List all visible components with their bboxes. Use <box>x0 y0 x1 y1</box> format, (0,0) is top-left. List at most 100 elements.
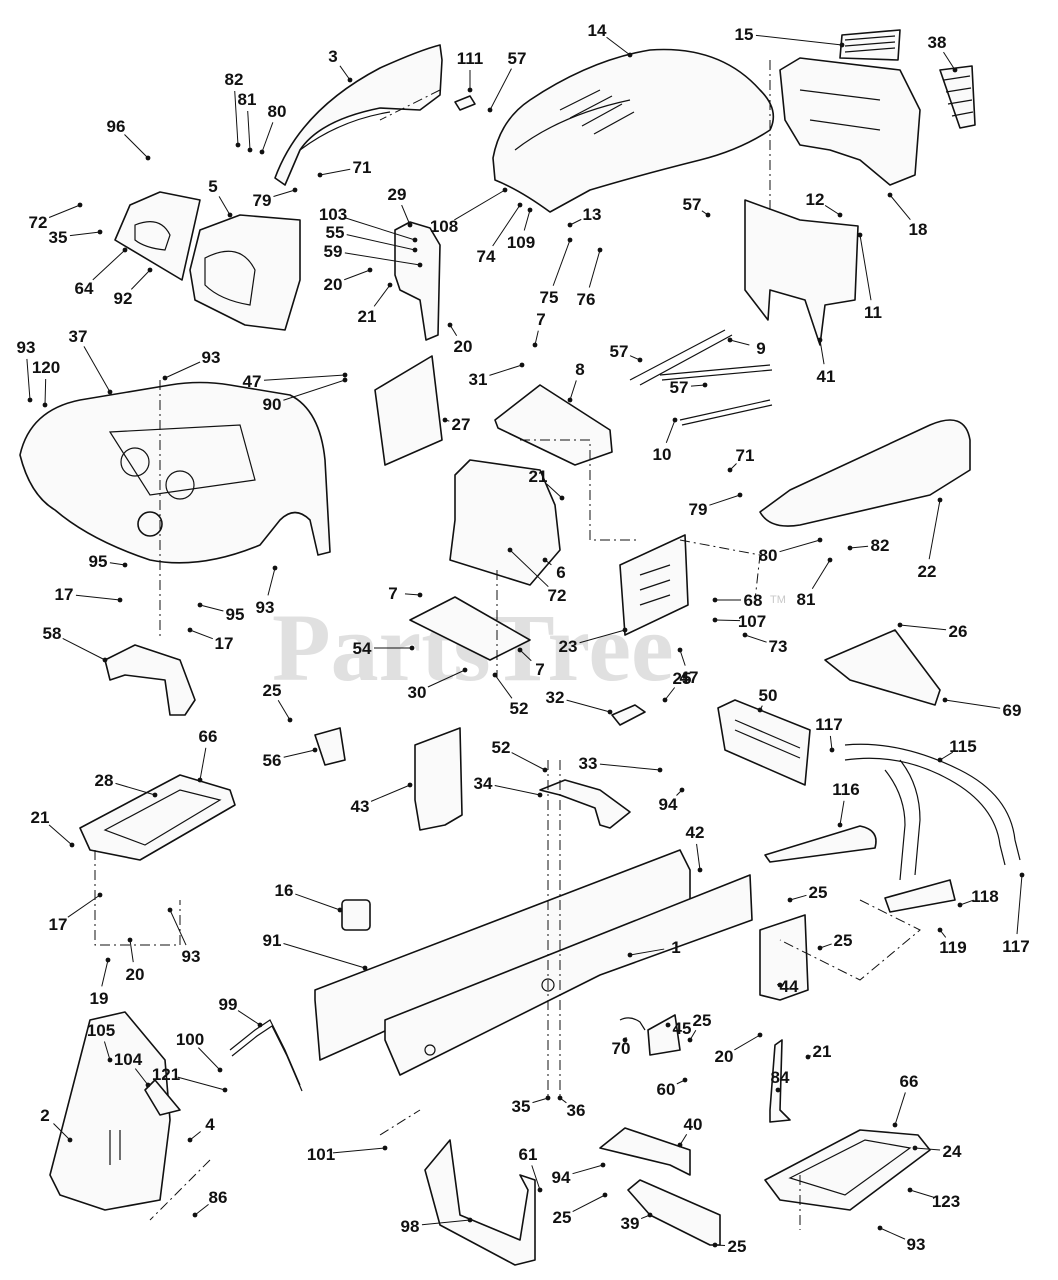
callout-number: 98 <box>401 1217 420 1236</box>
part-bracket-43 <box>414 727 463 831</box>
callout-number: 10 <box>653 445 672 464</box>
callout-number: 12 <box>806 190 825 209</box>
fastener-dot <box>367 267 373 273</box>
fastener-dot <box>407 782 413 788</box>
fastener-dot <box>712 1242 718 1248</box>
fastener-dot <box>97 229 103 235</box>
fastener-dot <box>817 537 823 543</box>
fastener-dot <box>107 1057 113 1063</box>
callout-leader <box>427 669 466 688</box>
fastener-dot <box>857 232 863 238</box>
callout-leader <box>599 763 661 771</box>
fastener-dot <box>312 747 318 753</box>
fastener-dot <box>97 892 103 898</box>
callout-number: 11 <box>864 303 882 322</box>
callout-number: 25 <box>809 883 828 902</box>
callout-number: 72 <box>29 213 48 232</box>
fastener-dot <box>787 897 793 903</box>
fastener-dot <box>387 282 393 288</box>
callout-number: 33 <box>579 754 598 773</box>
callout-number: 7 <box>536 310 545 329</box>
callout-leader <box>889 194 911 221</box>
callout-leader <box>696 843 701 871</box>
callout-number: 117 <box>815 715 842 734</box>
callout-number: 80 <box>759 546 778 565</box>
fastener-dot <box>952 67 958 73</box>
callout-leader <box>839 800 845 826</box>
callout-number: 3 <box>328 47 337 66</box>
callout-leader <box>552 239 571 286</box>
centerline-12 <box>779 899 921 981</box>
fastener-dot <box>657 767 663 773</box>
fastener-dot <box>417 262 423 268</box>
callout-number: 90 <box>263 395 282 414</box>
callout-leader <box>494 674 513 699</box>
callout-number: 120 <box>32 358 60 377</box>
callout-leader <box>572 1164 604 1175</box>
fastener-dot <box>447 322 453 328</box>
fastener-dot <box>682 1077 688 1083</box>
callout-leader <box>332 1147 386 1154</box>
callout-leader <box>534 330 539 346</box>
fastener-dot <box>892 1122 898 1128</box>
callout-leader <box>346 234 416 251</box>
callout-leader <box>247 110 251 151</box>
callout-leader <box>519 649 532 662</box>
callout-leader <box>62 638 106 661</box>
fastener-dot <box>222 1087 228 1093</box>
callout-number: 52 <box>510 699 529 718</box>
fastener-dot <box>542 767 548 773</box>
fastener-dot <box>187 1137 193 1143</box>
callout-number: 25 <box>553 1208 572 1227</box>
callout-leader <box>283 379 346 401</box>
callout-number: 91 <box>263 931 282 950</box>
fastener-dot <box>877 1225 883 1231</box>
fastener-dot <box>545 1095 551 1101</box>
fastener-dot <box>757 1032 763 1038</box>
callout-leader <box>261 122 274 153</box>
callout-number: 41 <box>817 367 836 386</box>
fastener-dot <box>627 952 633 958</box>
callout-number: 119 <box>939 938 966 957</box>
callout-number: 57 <box>670 378 689 397</box>
callout-number: 8 <box>575 360 584 379</box>
part-plate-92 <box>114 191 201 281</box>
callout-number: 100 <box>176 1030 204 1049</box>
fastener-dot <box>417 592 423 598</box>
fastener-dot <box>517 647 523 653</box>
callout-leader <box>489 364 523 376</box>
fastener-dot <box>829 747 835 753</box>
watermark-trademark: TM <box>770 594 786 606</box>
callout-number: 71 <box>353 158 372 177</box>
callout-number: 57 <box>610 342 629 361</box>
callout-leader <box>509 549 549 588</box>
fastener-dot <box>537 792 543 798</box>
part-bracket-29 <box>394 221 441 341</box>
callout-number: 93 <box>907 1235 926 1254</box>
callout-number: 56 <box>263 751 282 770</box>
callout-number: 15 <box>735 25 754 44</box>
fastener-dot <box>227 212 233 218</box>
centerline-5 <box>679 539 761 601</box>
callout-number: 25 <box>693 1011 712 1030</box>
part-bracket-84 <box>769 1039 791 1123</box>
centerline-8 <box>520 439 640 541</box>
callout-number: 121 <box>152 1065 180 1084</box>
fastener-dot <box>507 547 513 553</box>
callout-number: 54 <box>353 639 372 658</box>
callout-leader <box>734 1034 761 1051</box>
fastener-dot <box>67 1137 73 1143</box>
callout-number: 4 <box>205 1115 215 1134</box>
callout-number: 84 <box>771 1068 790 1087</box>
fastener-dot <box>567 237 573 243</box>
part-footrest-28 <box>79 774 236 861</box>
callout-number: 69 <box>1003 701 1022 720</box>
callout-number: 14 <box>588 21 607 40</box>
fastener-dot <box>907 1187 913 1193</box>
callout-leader <box>124 134 149 159</box>
part-bracket-118 <box>884 879 956 913</box>
callout-leader <box>879 1227 906 1240</box>
fastener-dot <box>197 777 203 783</box>
fastener-dot <box>467 87 473 93</box>
callout-leader <box>489 68 512 111</box>
